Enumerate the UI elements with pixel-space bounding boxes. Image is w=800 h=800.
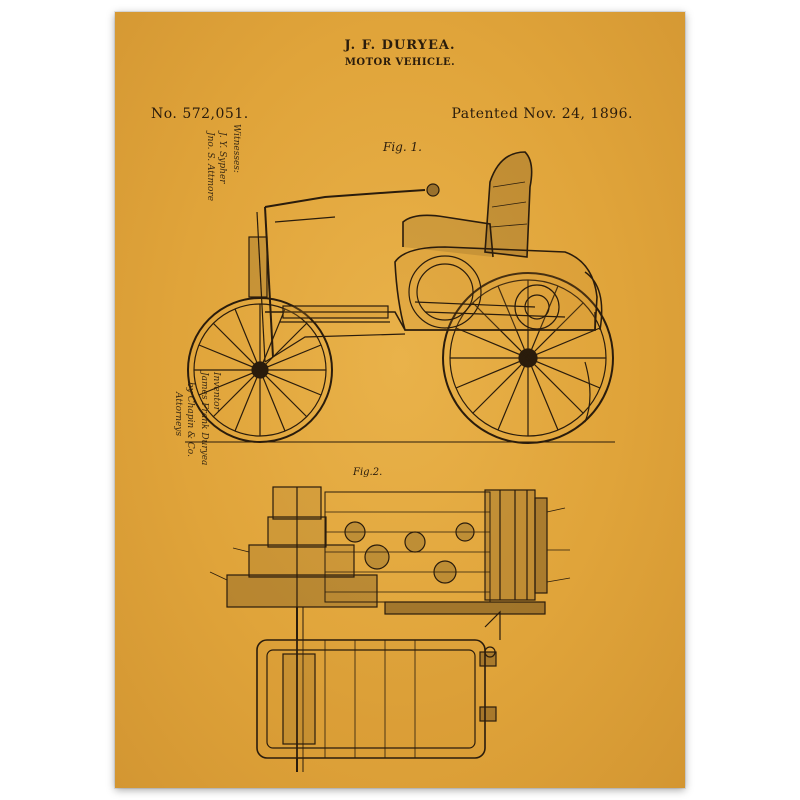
inventor-name: J. F. DURYEA. <box>344 38 456 53</box>
figure-2-label: Fig.2. <box>353 467 383 478</box>
engine-drawing <box>256 610 501 759</box>
seat-drawing <box>402 151 533 258</box>
figure-2-drawing <box>209 486 571 772</box>
invention-title: MOTOR VEHICLE. <box>344 57 456 68</box>
patent-date: Patented Nov. 24, 1896. <box>451 106 633 122</box>
figure-1-drawing <box>185 151 615 444</box>
gear-stack-drawing <box>226 486 548 615</box>
front-wheel-drawing <box>187 297 333 443</box>
patent-number: No. 572,051. <box>151 106 249 122</box>
patent-poster: J. F. DURYEA. MOTOR VEHICLE. No. 572,051… <box>115 12 685 788</box>
rear-wheel-drawing <box>442 272 614 444</box>
figure-1-label: Fig. 1. <box>383 140 422 154</box>
